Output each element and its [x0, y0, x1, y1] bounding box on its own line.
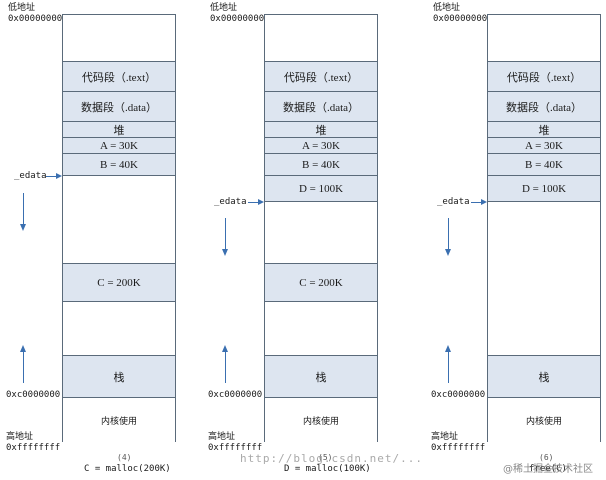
heap-segment: 堆 — [488, 121, 600, 137]
edata-arrow-icon — [56, 173, 62, 179]
high-address-label: 高地址 — [6, 431, 34, 441]
kernel-segment: 内核使用 — [488, 397, 600, 443]
edata-arrow-icon — [481, 199, 487, 205]
kernel-address-hex: 0xc0000000 — [431, 390, 486, 400]
heap-growth-down-arrow-icon — [445, 249, 451, 256]
data-segment: 数据段（.data） — [265, 91, 377, 121]
heap-growth-line — [23, 193, 24, 225]
block-d: D = 100K — [265, 175, 377, 201]
unused-top-region — [63, 15, 175, 61]
panel-2: 低地址 0x00000000 代码段（.text） 数据段（.data） 堆 A… — [202, 0, 402, 480]
panel-number: (5) — [318, 453, 333, 462]
text-segment: 代码段（.text） — [63, 61, 175, 91]
panel-3: 低地址 0x00000000 代码段（.text） 数据段（.data） 堆 A… — [425, 0, 606, 480]
heap-growth-line — [448, 218, 449, 250]
low-address-label: 低地址 — [433, 2, 461, 12]
heap-growth-line — [225, 218, 226, 250]
high-address-hex: 0xffffffff — [6, 443, 61, 453]
text-segment: 代码段（.text） — [488, 61, 600, 91]
stack-growth-line — [23, 351, 24, 383]
memory-column: 代码段（.text） 数据段（.data） 堆 A = 30K B = 40K … — [487, 14, 601, 443]
free-region — [265, 201, 377, 263]
stack-growth-line — [225, 351, 226, 383]
unused-top-region — [488, 15, 600, 61]
edata-arrow-line — [471, 202, 481, 203]
panel-caption: D = malloc(100K) — [284, 464, 371, 474]
high-address-label: 高地址 — [208, 431, 236, 441]
heap-segment: 堆 — [265, 121, 377, 137]
stack-growth-line — [448, 351, 449, 383]
block-b: B = 40K — [488, 153, 600, 175]
block-a: A = 30K — [488, 137, 600, 153]
data-segment: 数据段（.data） — [488, 91, 600, 121]
memory-column: 代码段（.text） 数据段（.data） 堆 A = 30K B = 40K … — [62, 14, 176, 443]
panel-number: (6) — [539, 453, 554, 462]
high-address-hex: 0xffffffff — [431, 443, 486, 453]
block-c: C = 200K — [265, 263, 377, 301]
block-a: A = 30K — [265, 137, 377, 153]
kernel-address-hex: 0xc0000000 — [208, 390, 263, 400]
low-address-hex: 0x00000000 — [8, 14, 63, 24]
low-address-hex: 0x00000000 — [210, 14, 265, 24]
panel-caption: C = malloc(200K) — [84, 464, 171, 474]
panel-number: (4) — [117, 453, 132, 462]
block-b: B = 40K — [63, 153, 175, 175]
kernel-address-hex: 0xc0000000 — [6, 390, 61, 400]
block-a: A = 30K — [63, 137, 175, 153]
heap-growth-down-arrow-icon — [222, 249, 228, 256]
block-d: D = 100K — [488, 175, 600, 201]
edata-label: _edata — [214, 197, 247, 207]
stack-growth-up-arrow-icon — [222, 345, 228, 352]
stack-segment: 栈 — [63, 355, 175, 397]
free-region — [63, 175, 175, 263]
high-address-label: 高地址 — [431, 431, 459, 441]
low-address-label: 低地址 — [8, 2, 36, 12]
edata-arrow-line — [46, 176, 56, 177]
unused-top-region — [265, 15, 377, 61]
stack-growth-up-arrow-icon — [20, 345, 26, 352]
kernel-segment: 内核使用 — [63, 397, 175, 443]
stack-segment: 栈 — [488, 355, 600, 397]
free-region — [488, 201, 600, 355]
source-credit: @稀土掘金技术社区 — [503, 464, 593, 475]
panel-1: 低地址 0x00000000 代码段（.text） 数据段（.data） 堆 A… — [0, 0, 200, 480]
edata-label: _edata — [14, 171, 47, 181]
kernel-segment: 内核使用 — [265, 397, 377, 443]
data-segment: 数据段（.data） — [63, 91, 175, 121]
text-segment: 代码段（.text） — [265, 61, 377, 91]
low-address-hex: 0x00000000 — [433, 14, 488, 24]
high-address-hex: 0xffffffff — [208, 443, 263, 453]
memory-column: 代码段（.text） 数据段（.data） 堆 A = 30K B = 40K … — [264, 14, 378, 443]
stack-segment: 栈 — [265, 355, 377, 397]
edata-label: _edata — [437, 197, 470, 207]
low-address-label: 低地址 — [210, 2, 238, 12]
heap-segment: 堆 — [63, 121, 175, 137]
url-watermark: http://blog.csdn.net/... — [240, 452, 423, 465]
edata-arrow-icon — [258, 199, 264, 205]
stack-growth-up-arrow-icon — [445, 345, 451, 352]
block-c: C = 200K — [63, 263, 175, 301]
edata-arrow-line — [248, 202, 258, 203]
free-region-lower — [265, 301, 377, 355]
block-b: B = 40K — [265, 153, 377, 175]
panel-caption: free(C) — [529, 464, 567, 474]
free-region-lower — [63, 301, 175, 355]
heap-growth-down-arrow-icon — [20, 224, 26, 231]
